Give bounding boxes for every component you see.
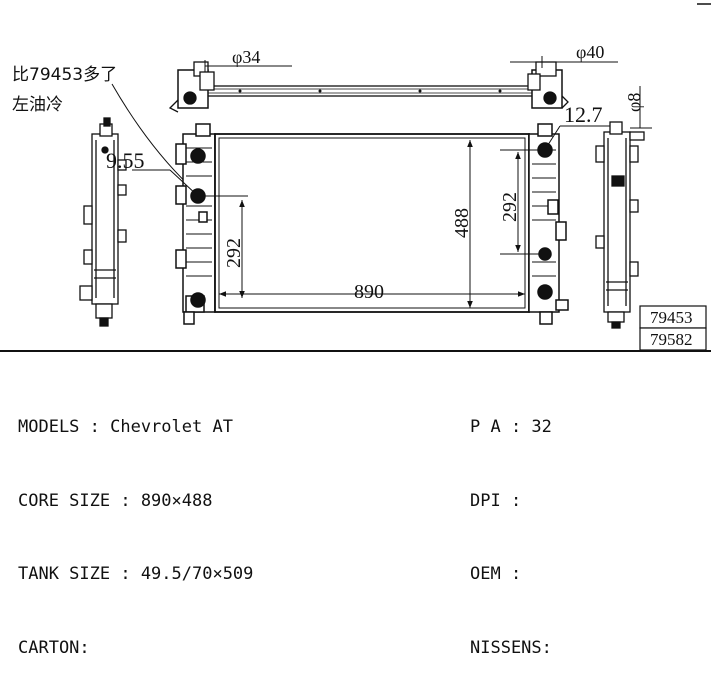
note-line-2: 左油冷	[12, 95, 63, 115]
radiator-technical-drawing: φ34 φ40 比79453多了 左油冷	[12, 3, 711, 351]
spec-models: MODELS : Chevrolet AT	[18, 417, 233, 437]
dim-292-left: 292	[223, 238, 245, 268]
front-view	[175, 123, 569, 325]
dim-890: 890	[354, 281, 384, 303]
dim-phi8-leader	[630, 86, 652, 129]
dim-292-right: 292	[499, 192, 521, 222]
spec-core-size: CORE SIZE : 890×488	[18, 490, 213, 511]
spec-dpi: DPI :	[470, 490, 522, 511]
left-side-view	[79, 117, 127, 327]
top-bracket	[168, 61, 569, 113]
spec-tank-size: TANK SIZE : 49.5/70×509	[18, 564, 254, 584]
ref-79582: 79582	[650, 330, 693, 349]
right-side-view	[595, 121, 645, 329]
spec-carton: CARTON:	[18, 637, 90, 658]
specs-left-column: MODELS : Chevrolet AT CORE SIZE : 890×48…	[18, 366, 253, 685]
note-line-1: 比79453多了	[12, 65, 117, 85]
spec-nissens: NISSENS:	[470, 637, 552, 658]
ref-79453: 79453	[650, 308, 693, 327]
spec-oem: OEM :	[470, 564, 522, 584]
dim-12-7: 12.7	[564, 102, 603, 127]
dim-phi34: φ34	[232, 47, 260, 67]
dim-488: 488	[451, 208, 473, 238]
dim-phi40-leader	[510, 56, 618, 68]
spec-pa: P A : 32	[470, 417, 552, 437]
dim-phi40: φ40	[576, 42, 604, 62]
dim-9-55: 9.55	[106, 148, 145, 173]
dim-phi34-leader	[204, 60, 292, 72]
separator-line	[0, 350, 711, 352]
specs-right-column: P A : 32 DPI : OEM : NISSENS:	[470, 366, 552, 685]
dim-phi8: φ8	[624, 93, 644, 112]
